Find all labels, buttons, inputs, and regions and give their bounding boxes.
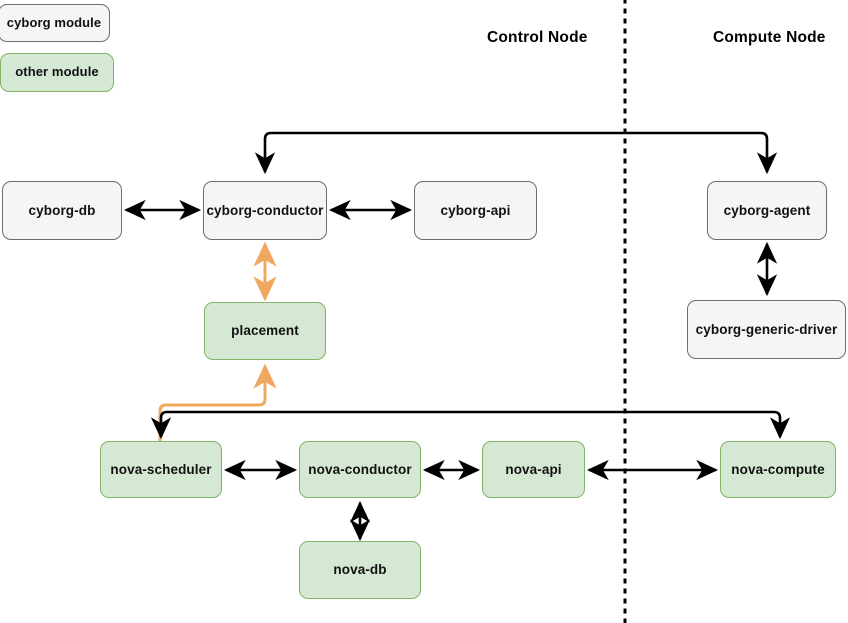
- node-cyborg-conductor[interactable]: cyborg-conductor: [203, 181, 327, 240]
- zone-header-compute-node: Compute Node: [713, 29, 826, 47]
- node-cyborg-generic-driver[interactable]: cyborg-generic-driver: [687, 300, 846, 359]
- zone-header-control-node: Control Node: [487, 29, 588, 47]
- node-cyborg-db[interactable]: cyborg-db: [2, 181, 122, 240]
- legend-other-module-label: other module: [15, 64, 99, 80]
- node-cyborg-agent-label: cyborg-agent: [723, 202, 811, 218]
- zone-header-control-node-label: Control Node: [487, 29, 588, 46]
- node-placement-label: placement: [231, 323, 299, 339]
- node-nova-db-label: nova-db: [333, 562, 387, 578]
- legend-cyborg-module-label: cyborg module: [6, 14, 102, 30]
- node-nova-conductor-label: nova-conductor: [308, 461, 412, 477]
- node-cyborg-generic-driver-label: cyborg-generic-driver: [695, 321, 838, 337]
- node-nova-api[interactable]: nova-api: [482, 441, 585, 498]
- legend-other-module: other module: [0, 53, 114, 92]
- node-nova-api-label: nova-api: [505, 461, 562, 477]
- node-cyborg-api-label: cyborg-api: [440, 202, 511, 218]
- edge-nova-scheduler-placement: [158, 363, 277, 441]
- node-cyborg-api[interactable]: cyborg-api: [414, 181, 537, 240]
- node-cyborg-db-label: cyborg-db: [28, 202, 96, 218]
- edge-cyborg-api-to-conductor-agent: [254, 131, 778, 175]
- node-cyborg-agent[interactable]: cyborg-agent: [707, 181, 827, 240]
- node-nova-db[interactable]: nova-db: [299, 541, 421, 599]
- legend-cyborg-module: cyborg module: [0, 4, 110, 42]
- node-placement[interactable]: placement: [204, 302, 326, 360]
- node-nova-scheduler-label: nova-scheduler: [110, 461, 212, 477]
- zone-header-compute-node-label: Compute Node: [713, 29, 826, 46]
- edge-nova-api-to-scheduler-compute: [150, 410, 791, 440]
- node-nova-scheduler[interactable]: nova-scheduler: [100, 441, 222, 498]
- node-nova-conductor[interactable]: nova-conductor: [299, 441, 421, 498]
- node-nova-compute[interactable]: nova-compute: [720, 441, 836, 498]
- node-cyborg-conductor-label: cyborg-conductor: [206, 202, 324, 218]
- node-nova-compute-label: nova-compute: [731, 461, 825, 477]
